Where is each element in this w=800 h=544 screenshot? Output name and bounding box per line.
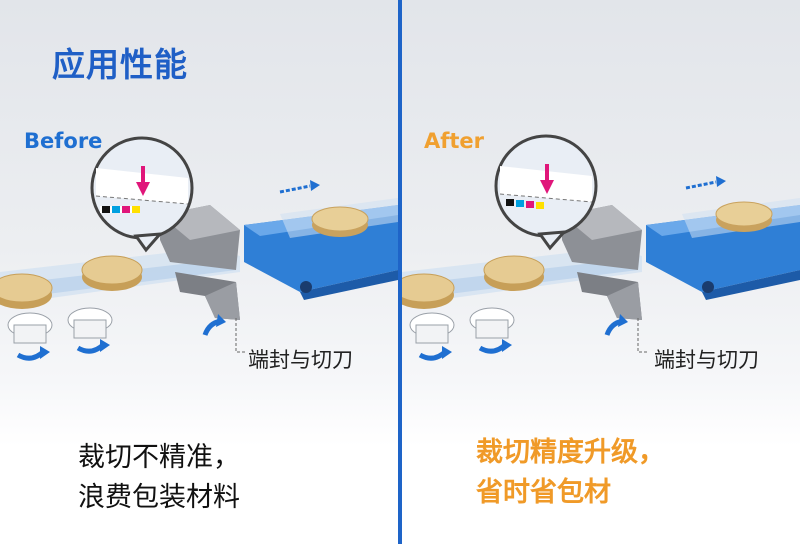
packaged-product — [311, 206, 369, 237]
product-on-film — [402, 255, 545, 309]
seal-cutter-label: 端封与切刀 — [248, 348, 353, 372]
before-caption: 裁切不精准， 浪费包装材料 — [78, 438, 240, 518]
before-panel: 应用性能 Before 端封与切刀 裁切不精准， 浪费包装材料 — [0, 0, 398, 544]
rotate-arrow-icon — [418, 314, 628, 361]
after-caption-line2: 省时省包材 — [476, 477, 611, 508]
callout-leader — [637, 318, 648, 353]
before-caption-line1: 裁切不精准， — [78, 442, 240, 473]
feed-rollers — [7, 307, 113, 344]
magnifier-callout-icon — [494, 134, 598, 251]
packaged-product — [715, 201, 773, 232]
feed-rollers — [409, 307, 515, 344]
product-on-film — [0, 255, 143, 309]
after-label: After — [424, 129, 485, 153]
rotate-arrow-icon — [16, 314, 226, 361]
after-caption: 裁切精度升级， 省时省包材 — [476, 433, 665, 513]
before-machine-illustration — [0, 136, 398, 361]
before-label: Before — [24, 129, 103, 153]
arrow-right-icon — [279, 180, 320, 194]
arrow-right-icon — [685, 176, 726, 190]
after-panel: After 端封与切刀 裁切精度升级， 省时省包材 — [402, 0, 800, 544]
callout-leader — [235, 318, 246, 353]
magnifier-callout-icon — [90, 136, 194, 253]
after-machine-illustration — [402, 134, 800, 361]
seal-cutter-label: 端封与切刀 — [654, 348, 759, 372]
registration-mark-icon — [506, 199, 514, 206]
after-caption-line1: 裁切精度升级， — [476, 437, 665, 468]
panel-divider — [398, 0, 402, 544]
page-title: 应用性能 — [52, 45, 188, 84]
before-caption-line2: 浪费包装材料 — [78, 482, 240, 513]
